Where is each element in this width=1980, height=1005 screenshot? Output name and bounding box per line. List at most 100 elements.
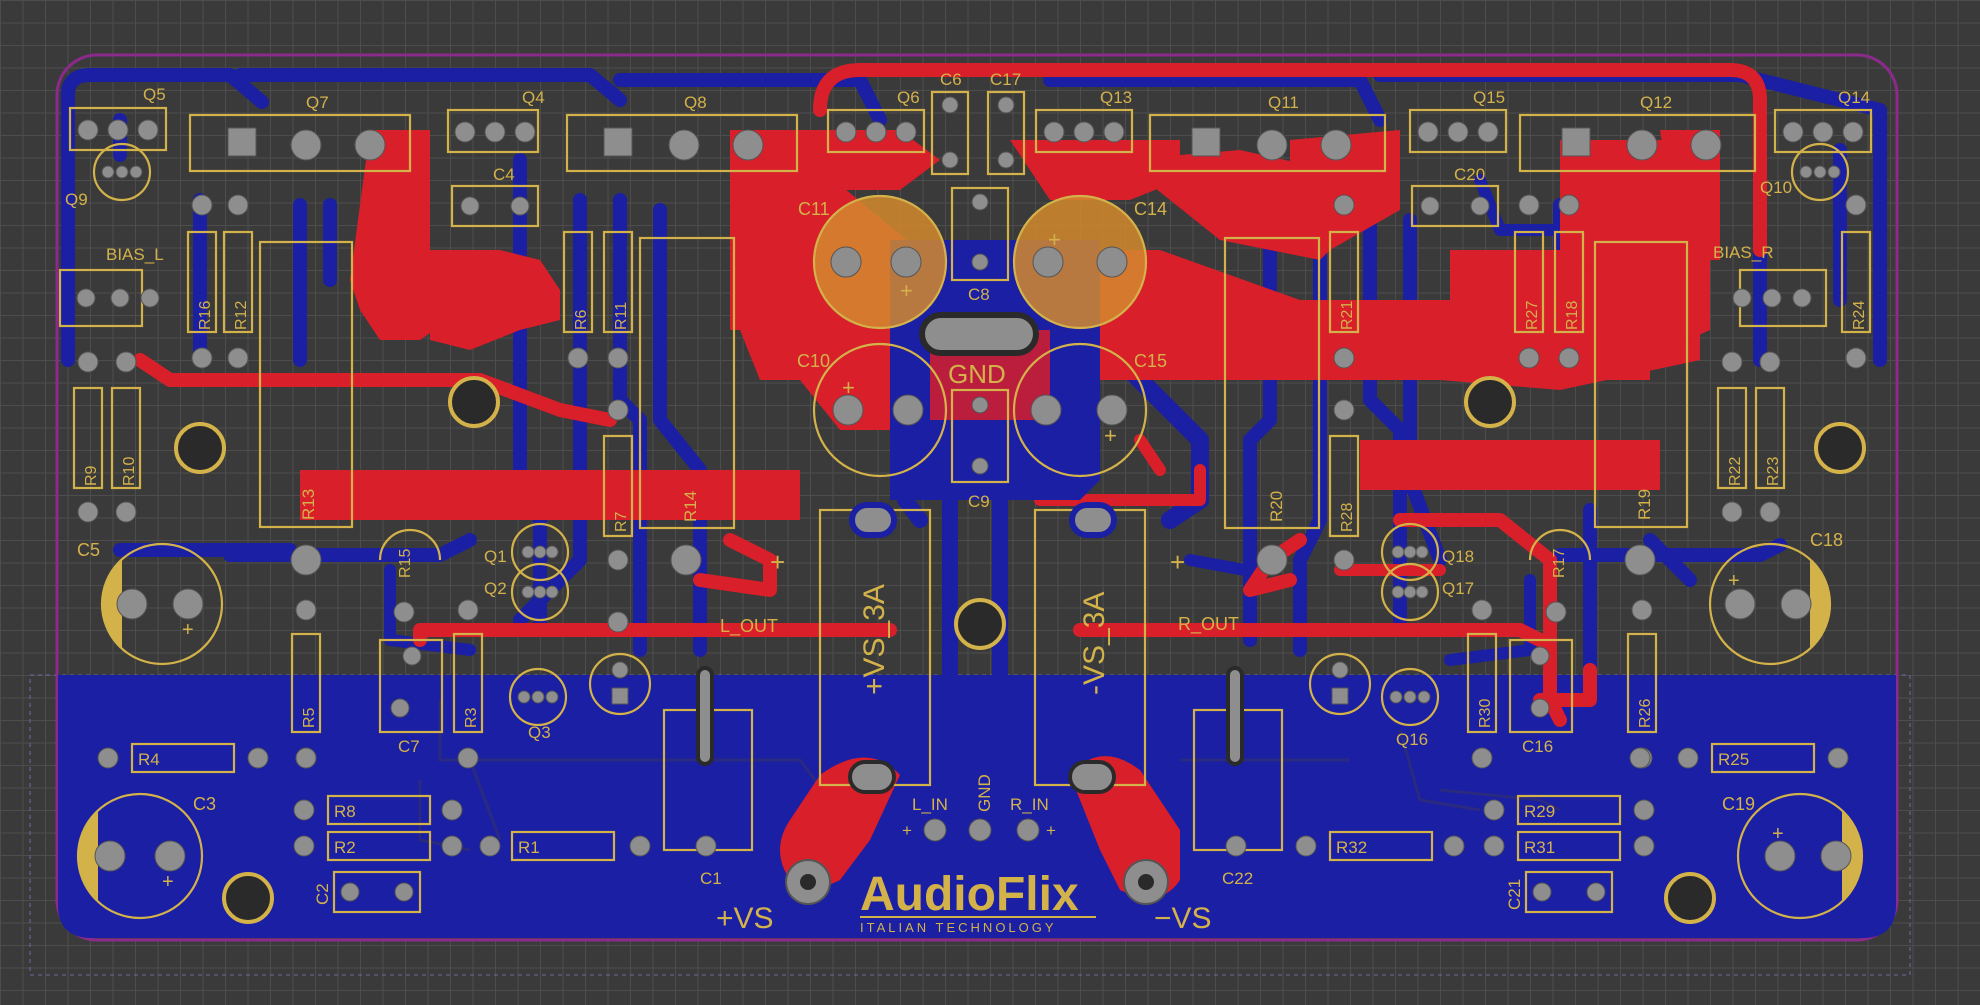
r13-power-resistor[interactable]: R13 — [258, 240, 354, 576]
r7-label: R7 — [613, 511, 630, 532]
c11-capacitor[interactable]: C11 + — [798, 194, 948, 330]
r-out-label: R_OUT — [1178, 614, 1239, 635]
q18-label: Q18 — [1442, 547, 1474, 566]
r28-resistor[interactable]: R28 — [1328, 399, 1360, 571]
input-connector[interactable]: L_IN R_IN GND + + — [902, 774, 1056, 842]
r1-label: R1 — [518, 838, 540, 857]
r32-resistor[interactable]: R32 — [1328, 830, 1434, 862]
c3-label: C3 — [193, 794, 216, 814]
bias-l-trimmer[interactable]: BIAS_L — [58, 245, 164, 328]
c15-capacitor[interactable]: C15 + — [1012, 342, 1167, 478]
c7-footprint[interactable]: C7 — [378, 638, 444, 756]
c9-footprint[interactable]: C9 — [950, 388, 1010, 511]
c4-footprint[interactable]: C4 — [450, 165, 540, 228]
q17-footprint[interactable]: Q17 — [1380, 562, 1474, 622]
q14-footprint[interactable]: Q14 — [1773, 88, 1873, 154]
c15-label: C15 — [1134, 351, 1167, 371]
r25-resistor[interactable]: R25 — [1629, 742, 1849, 774]
r1-resistor[interactable]: R1 — [510, 830, 616, 862]
neg-supply-label: −VS — [1154, 902, 1212, 935]
fuse-neg-holder[interactable]: -VS_3A — [1033, 502, 1147, 794]
l-out-plus: + — [770, 547, 785, 577]
q15-label: Q15 — [1473, 88, 1505, 107]
c21-footprint[interactable]: C21 — [1505, 870, 1614, 914]
r8-resistor[interactable]: R8 — [293, 794, 463, 826]
q10-footprint[interactable]: Q10 — [1760, 142, 1850, 202]
r17-resistor[interactable]: R17 — [1528, 528, 1592, 623]
neg-supply-terminal[interactable]: −VS — [1123, 859, 1212, 935]
c22-film-capacitor[interactable]: C22 — [1192, 666, 1317, 888]
q16b-footprint[interactable] — [1308, 652, 1372, 716]
q11-footprint[interactable]: Q11 — [1148, 93, 1387, 173]
q1-footprint[interactable]: Q1 — [484, 522, 570, 582]
fuse-pos-holder[interactable]: +VS_3A — [818, 502, 932, 794]
r22-resistor[interactable]: R22 — [1716, 351, 1748, 523]
q9-footprint[interactable]: Q9 — [65, 142, 152, 209]
r31-resistor[interactable]: R31 — [1443, 830, 1655, 862]
r2-resistor[interactable]: R2 — [293, 830, 501, 862]
q14-label: Q14 — [1838, 88, 1870, 107]
r20-power-resistor[interactable]: R20 — [1223, 236, 1321, 576]
r26-label: R26 — [1637, 699, 1654, 728]
c19-capacitor[interactable]: C19 + — [1722, 792, 1864, 920]
c6-footprint[interactable]: C6 — [930, 70, 970, 176]
c2-footprint[interactable]: C2 — [313, 870, 422, 914]
q8-footprint[interactable]: Q8 — [565, 93, 799, 173]
pos-supply-label: +VS — [716, 902, 774, 935]
r23-resistor[interactable]: R23 — [1754, 351, 1786, 523]
r24-resistor[interactable]: R24 — [1840, 194, 1872, 369]
q3-label: Q3 — [528, 723, 551, 742]
q2-footprint[interactable]: Q2 — [484, 562, 570, 622]
q3b-footprint[interactable] — [588, 652, 652, 716]
r6-resistor[interactable]: R6 — [562, 230, 594, 369]
brand-logo: AudioFlix ITALIAN TECHNOLOGY — [860, 868, 1096, 935]
mounting-holes — [174, 376, 1866, 924]
c20-footprint[interactable]: C20 — [1410, 165, 1500, 228]
r3-resistor[interactable]: R3 — [452, 599, 484, 769]
c5-capacitor[interactable]: C5 + — [77, 540, 224, 666]
c3-capacitor[interactable]: C3 + — [76, 792, 216, 920]
r12-resistor[interactable]: R12 — [222, 194, 254, 369]
gnd-tab[interactable]: GND — [919, 312, 1039, 389]
q5-footprint[interactable]: Q5 — [68, 85, 168, 152]
c17-footprint[interactable]: C17 — [986, 70, 1026, 176]
q7-footprint[interactable]: Q7 — [188, 93, 412, 173]
pos-supply-terminal[interactable]: +VS — [716, 859, 831, 935]
q18-footprint[interactable]: Q18 — [1380, 522, 1474, 582]
q8-label: Q8 — [684, 93, 707, 112]
c8-footprint[interactable]: C8 — [950, 186, 1010, 304]
l-out-label: L_OUT — [720, 616, 778, 637]
c1-film-capacitor[interactable]: C1 — [629, 666, 754, 888]
bias-r-trimmer[interactable]: BIAS_R — [1713, 243, 1828, 328]
r10-resistor[interactable]: R10 — [110, 351, 142, 523]
q12-footprint[interactable]: Q12 — [1518, 93, 1757, 173]
r9-resistor[interactable]: R9 — [72, 351, 104, 523]
c10-capacitor[interactable]: C10 + — [797, 342, 948, 478]
q3-footprint[interactable]: Q3 — [508, 667, 568, 742]
r4-resistor[interactable]: R4 — [97, 742, 317, 774]
q4-footprint[interactable]: Q4 — [446, 88, 545, 154]
c18-capacitor[interactable]: C18 + — [1708, 530, 1843, 666]
r7-resistor[interactable]: R7 — [602, 434, 634, 633]
q15-footprint[interactable]: Q15 — [1408, 88, 1508, 154]
bottom-ground-pour — [58, 675, 1896, 938]
r21-resistor[interactable]: R21 — [1328, 194, 1360, 369]
q7-label: Q7 — [306, 93, 329, 112]
c11-label: C11 — [798, 199, 830, 219]
c14-capacitor[interactable]: C14 + — [1012, 194, 1167, 330]
c16-footprint[interactable]: C16 — [1508, 638, 1574, 756]
q13-footprint[interactable]: Q13 — [1034, 88, 1134, 154]
r15-resistor[interactable]: R15 — [378, 528, 442, 623]
q6-footprint[interactable]: Q6 — [826, 88, 926, 154]
r27-resistor[interactable]: R27 — [1513, 194, 1545, 369]
r30-resistor[interactable]: R30 — [1466, 599, 1498, 769]
r16-resistor[interactable]: R16 — [186, 194, 218, 369]
r18-resistor[interactable]: R18 — [1553, 194, 1585, 369]
r14-power-resistor[interactable]: R14 — [638, 236, 736, 576]
r29-resistor[interactable]: R29 — [1483, 794, 1655, 826]
r11-resistor[interactable]: R11 — [602, 230, 634, 421]
r19-power-resistor[interactable]: R19 — [1593, 240, 1689, 576]
r-in-plus: + — [1046, 821, 1056, 840]
q16-footprint[interactable]: Q16 — [1380, 667, 1440, 749]
